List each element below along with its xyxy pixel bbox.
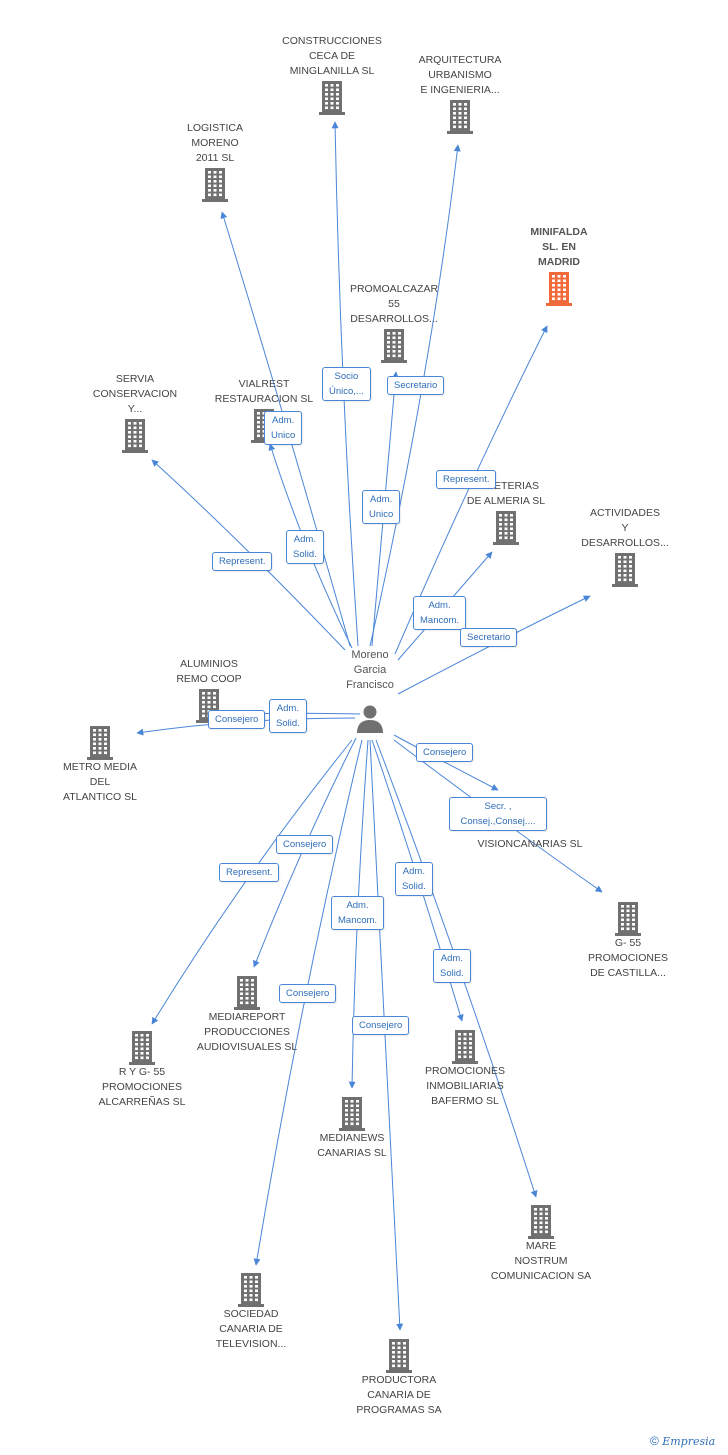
role-label[interactable]: Consejero (352, 1016, 410, 1035)
company-name: VIALREST RESTAURACION SL (214, 378, 314, 405)
role-label[interactable]: Consejero (279, 984, 337, 1003)
company-name: ALUMINIOS REMO COOP (176, 658, 242, 685)
company-name: R Y G- 55 PROMOCIONES ALCARREÑAS SL (98, 1066, 186, 1108)
role-label[interactable]: Adm. Unico (362, 490, 401, 524)
company-node-bafermo[interactable]: PROMOCIONES INMOBILIARIAS BAFERMO SL (395, 1028, 535, 1109)
building-icon (129, 1031, 155, 1065)
role-label[interactable]: Represent. (212, 552, 273, 571)
company-node-logistica[interactable]: LOGISTICA MORENO 2011 SL (145, 121, 285, 202)
empresia-watermark: © Empresia (650, 1434, 716, 1448)
building-icon (87, 726, 113, 760)
company-name: PROMOCIONES INMOBILIARIAS BAFERMO SL (425, 1065, 505, 1107)
company-node-actividades[interactable]: ACTIVIDADES Y DESARROLLOS... (555, 506, 695, 587)
role-label[interactable]: Consejero (416, 743, 474, 762)
company-node-promoalcazar[interactable]: PROMOALCAZAR 55 DESARROLLOS... (324, 282, 464, 363)
company-name: SOCIEDAD CANARIA DE TELEVISION... (215, 1308, 287, 1350)
company-name: PROMOALCAZAR 55 DESARROLLOS... (349, 283, 439, 325)
role-label[interactable]: Represent. (436, 470, 497, 489)
company-name: MARE NOSTRUM COMUNICACION SA (490, 1240, 592, 1282)
role-label[interactable]: Secretario (460, 628, 518, 647)
role-label[interactable]: Represent. (219, 863, 280, 882)
company-node-metromedia[interactable]: METRO MEDIA DEL ATLANTICO SL (30, 724, 170, 805)
company-name: MINIFALDA SL. EN MADRID (530, 226, 588, 268)
company-name: METRO MEDIA DEL ATLANTICO SL (62, 761, 138, 803)
company-node-aluminios[interactable]: ALUMINIOS REMO COOP (139, 657, 279, 723)
building-icon (319, 81, 345, 115)
company-node-sociedad[interactable]: SOCIEDAD CANARIA DE TELEVISION... (181, 1271, 321, 1352)
company-node-g55castilla[interactable]: G- 55 PROMOCIONES DE CASTILLA... (558, 900, 698, 981)
relationship-edge (151, 459, 346, 651)
company-node-ryg55[interactable]: R Y G- 55 PROMOCIONES ALCARREÑAS SL (72, 1029, 212, 1110)
building-icon (493, 511, 519, 545)
role-label[interactable]: Adm. Solid. (286, 530, 324, 564)
company-node-productora[interactable]: PRODUCTORA CANARIA DE PROGRAMAS SA (329, 1337, 469, 1418)
building-icon (546, 272, 572, 306)
company-node-arquitectura[interactable]: ARQUITECTURA URBANISMO E INGENIERIA... (390, 53, 530, 134)
role-label[interactable]: Secr. , Consej.,Consej.... (449, 797, 547, 831)
role-label[interactable]: Secretario (387, 376, 445, 395)
building-icon (381, 329, 407, 363)
relationship-edge (369, 144, 461, 647)
company-node-construcciones[interactable]: CONSTRUCCIONES CECA DE MINGLANILLA SL (262, 34, 402, 115)
company-name: VISIONCANARIAS SL (477, 838, 583, 850)
building-icon (615, 902, 641, 936)
company-node-visioncanarias[interactable]: VISIONCANARIAS SL (460, 837, 600, 852)
company-name: ACTIVIDADES Y DESARROLLOS... (581, 507, 669, 549)
role-label[interactable]: Adm. Solid. (269, 699, 307, 733)
building-icon (452, 1030, 478, 1064)
role-label[interactable]: Consejero (276, 835, 334, 854)
role-label[interactable]: Consejero (208, 710, 266, 729)
company-node-marenostrum[interactable]: MARE NOSTRUM COMUNICACION SA (471, 1203, 611, 1284)
building-icon (612, 553, 638, 587)
role-label[interactable]: Adm. Mancom. (331, 896, 385, 930)
company-name: LOGISTICA MORENO 2011 SL (186, 122, 243, 164)
building-icon (122, 419, 148, 453)
company-node-servia[interactable]: SERVIA CONSERVACION Y... (65, 372, 205, 453)
role-label[interactable]: Adm. Unico (264, 411, 303, 445)
role-label[interactable]: Adm. Mancom. (413, 596, 467, 630)
company-node-medianews[interactable]: MEDIANEWS CANARIAS SL (282, 1095, 422, 1161)
relationship-edge (369, 739, 404, 1331)
building-icon (234, 976, 260, 1010)
building-icon (528, 1205, 554, 1239)
building-icon (447, 100, 473, 134)
company-node-mediareport[interactable]: MEDIAREPORT PRODUCCIONES AUDIOVISUALES S… (177, 974, 317, 1055)
company-name: PRODUCTORA CANARIA DE PROGRAMAS SA (356, 1374, 442, 1416)
person-icon[interactable] (354, 702, 386, 734)
company-name: MEDIAREPORT PRODUCCIONES AUDIOVISUALES S… (196, 1011, 298, 1053)
building-icon (238, 1273, 264, 1307)
building-icon (202, 168, 228, 202)
company-name: MEDIANEWS CANARIAS SL (317, 1132, 387, 1159)
company-name: ARQUITECTURA URBANISMO E INGENIERIA... (418, 54, 502, 96)
company-node-minifalda[interactable]: MINIFALDA SL. EN MADRID (489, 225, 629, 306)
building-icon (339, 1097, 365, 1131)
role-label[interactable]: Adm. Solid. (395, 862, 433, 896)
company-name: SERVIA CONSERVACION Y... (92, 373, 178, 415)
role-label[interactable]: Socio Único,... (322, 367, 371, 401)
company-name: CONSTRUCCIONES CECA DE MINGLANILLA SL (282, 35, 382, 77)
company-name: G- 55 PROMOCIONES DE CASTILLA... (588, 937, 668, 979)
role-label[interactable]: Adm. Solid. (433, 949, 471, 983)
building-icon (386, 1339, 412, 1373)
person-name: Moreno Garcia Francisco (346, 649, 394, 691)
